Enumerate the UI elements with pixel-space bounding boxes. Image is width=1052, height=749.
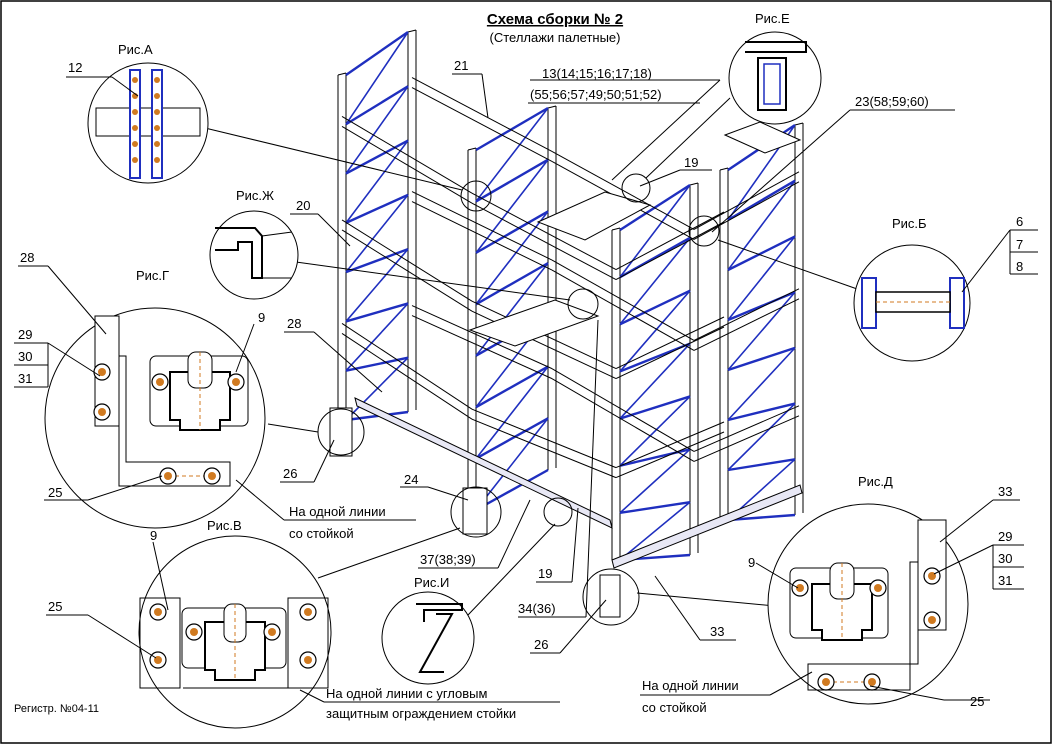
callout-25-v: 25 — [48, 599, 62, 614]
detail-view-d — [767, 503, 969, 705]
callout-30-right: 30 — [998, 551, 1012, 566]
detail-view-e — [728, 31, 822, 125]
note-1-line-2: со стойкой — [289, 526, 354, 541]
view-labels: Рис.А Рис.Е Рис.Ж Рис.Б Рис.Г Рис.В Рис.… — [118, 11, 927, 590]
base-guard-rail-front — [354, 397, 613, 529]
rack-frames — [337, 29, 804, 562]
pallet-deck-rear — [723, 121, 802, 154]
callout-26-right: 26 — [534, 637, 548, 652]
callout-34: 34(36) — [518, 601, 556, 616]
callout-24: 24 — [404, 472, 418, 487]
note-3-line-1: На одной линии — [642, 678, 739, 693]
callout-21: 21 — [454, 58, 468, 73]
note-2-line-1: На одной линии с угловым — [326, 686, 487, 701]
upright-protector-24 — [462, 487, 488, 535]
callout-8: 8 — [1016, 259, 1023, 274]
view-label-a: Рис.А — [118, 42, 153, 57]
callout-20: 20 — [296, 198, 310, 213]
detail-connectors — [204, 97, 861, 616]
pallet-deck-top — [536, 191, 652, 241]
callout-7: 7 — [1016, 237, 1023, 252]
callout-31-right: 31 — [998, 573, 1012, 588]
callout-33-rail: 33 — [710, 624, 724, 639]
callout-28-rack: 28 — [287, 316, 301, 331]
diagram-subtitle: (Стеллажи палетные) — [490, 30, 621, 45]
view-label-i: Рис.И — [414, 575, 449, 590]
callout-12: 12 — [68, 60, 82, 75]
detail-view-v — [138, 535, 332, 729]
callout-29-left: 29 — [18, 327, 32, 342]
ref-circle-d — [582, 568, 640, 626]
callout-9-d: 9 — [748, 555, 755, 570]
detail-view-zh — [209, 210, 299, 300]
note-2-line-2: защитным ограждением стойки — [326, 706, 516, 721]
notes: На одной линии со стойкой На одной линии… — [289, 504, 739, 721]
view-label-d: Рис.Д — [858, 474, 893, 489]
ref-circle-zh — [567, 288, 599, 320]
detail-view-g — [44, 307, 266, 529]
callout-23: 23(58;59;60) — [855, 94, 929, 109]
view-label-zh: Рис.Ж — [236, 188, 274, 203]
callout-33-d: 33 — [998, 484, 1012, 499]
ref-circle-e — [621, 173, 651, 203]
ref-circle-i — [543, 497, 573, 527]
callout-9-g: 9 — [258, 310, 265, 325]
upright-protector-26-right — [599, 574, 621, 618]
callout-13: 13(14;15;16;17;18) — [542, 66, 652, 81]
view-label-v: Рис.В — [207, 518, 242, 533]
note-3-line-2: со стойкой — [642, 700, 707, 715]
view-label-g: Рис.Г — [136, 268, 169, 283]
callout-19-bottom: 19 — [538, 566, 552, 581]
ref-circle-a — [460, 180, 492, 212]
registry-number: Регистр. №04-11 — [14, 703, 99, 715]
callout-6: 6 — [1016, 214, 1023, 229]
detail-view-i — [381, 591, 475, 685]
callout-31-left: 31 — [18, 371, 32, 386]
diagram-title: Схема сборки № 2 — [487, 11, 623, 28]
detail-view-a — [87, 62, 209, 184]
pallet-deck-middle — [468, 299, 600, 347]
callout-37: 37(38;39) — [420, 552, 476, 567]
view-label-e: Рис.Е — [755, 11, 790, 26]
ref-circle-v — [450, 486, 502, 538]
callout-28-left: 28 — [20, 250, 34, 265]
callout-numbers: 12 21 13(14;15;16;17;18) (55;56;57;49;50… — [18, 58, 1023, 709]
note-1-line-1: На одной линии — [289, 504, 386, 519]
detail-view-b — [853, 244, 971, 362]
callout-25-d: 25 — [970, 694, 984, 709]
rack-structure — [329, 29, 804, 618]
callout-55: (55;56;57;49;50;51;52) — [530, 87, 662, 102]
view-label-b: Рис.Б — [892, 216, 927, 231]
base-guard-rail-side — [611, 484, 803, 569]
ref-circle-b — [688, 215, 720, 247]
bolts — [93, 363, 941, 691]
callout-30-left: 30 — [18, 349, 32, 364]
callout-19-top: 19 — [684, 155, 698, 170]
callout-9-v: 9 — [150, 528, 157, 543]
callout-26-left: 26 — [283, 466, 297, 481]
upright-protector-26-left — [329, 407, 353, 457]
callout-25-g: 25 — [48, 485, 62, 500]
leader-lines — [14, 73, 1038, 703]
callout-29-right: 29 — [998, 529, 1012, 544]
